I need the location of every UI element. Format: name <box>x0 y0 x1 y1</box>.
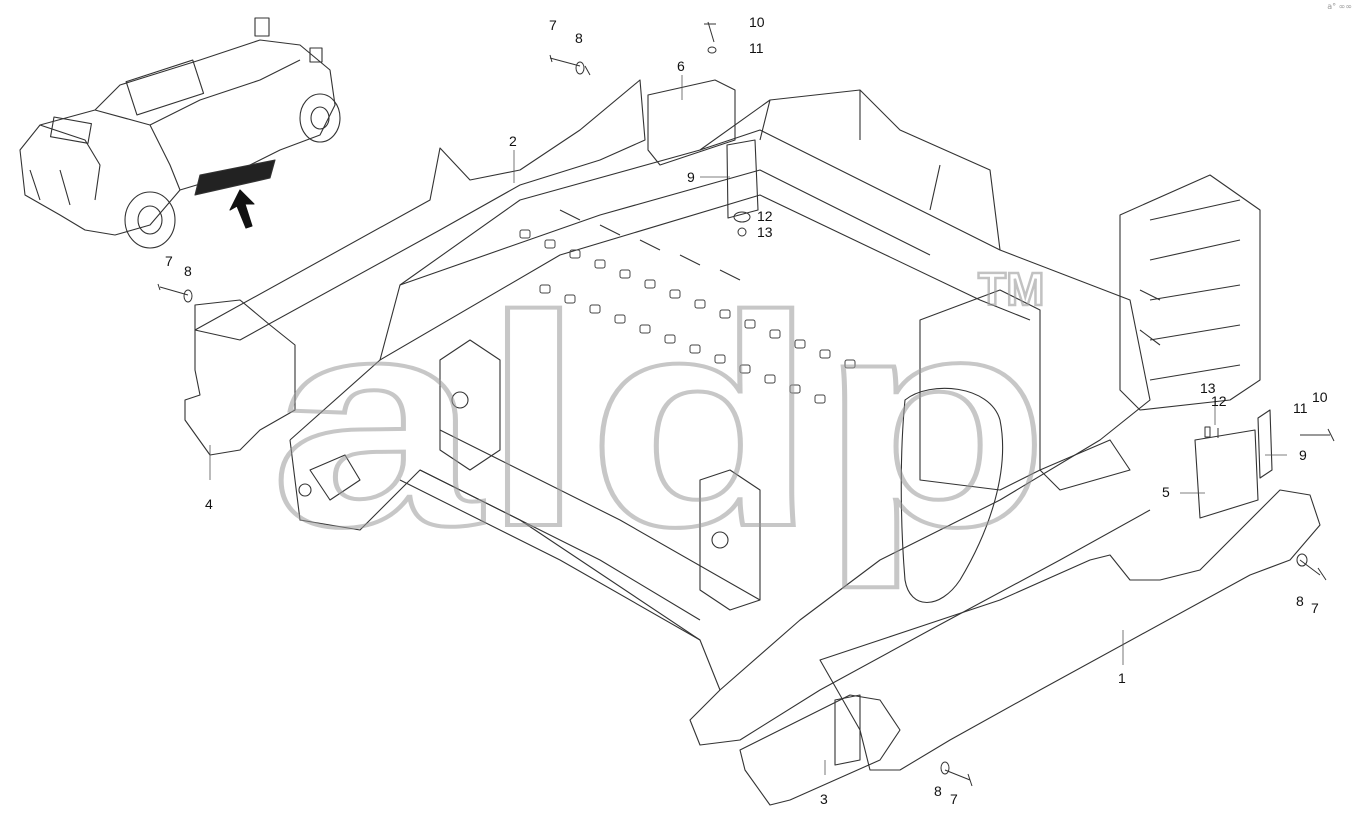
callout-9-top: 9 <box>687 169 695 185</box>
callout-12-top: 12 <box>757 208 773 224</box>
callout-6: 6 <box>677 58 685 74</box>
leader-lines <box>209 75 1287 775</box>
arrow-indicator <box>229 189 255 229</box>
part-5-bracket <box>1194 429 1259 519</box>
part-9-plate-right <box>1257 409 1273 479</box>
callout-4: 4 <box>205 496 213 512</box>
part-2-rail <box>194 79 646 341</box>
part-9-plate-upper <box>726 139 759 219</box>
callout-7-bottom: 7 <box>950 791 958 807</box>
callout-5: 5 <box>1162 484 1170 500</box>
watermark-logo: aldp <box>270 253 1050 591</box>
watermark-tm: TM <box>978 263 1044 315</box>
machine-overview-illustration <box>19 17 341 249</box>
callout-labels: 1 2 3 4 5 6 7 8 7 8 8 7 8 7 9 9 10 11 10… <box>165 14 1328 807</box>
callout-7-right: 7 <box>1311 600 1319 616</box>
callout-13-top: 13 <box>757 224 773 240</box>
part-6-bracket <box>647 79 736 166</box>
part-4-plate <box>184 299 296 456</box>
callout-8-top: 8 <box>575 30 583 46</box>
callout-10-top: 10 <box>749 14 765 30</box>
callout-13-right: 13 <box>1200 380 1216 396</box>
callout-8-bottom: 8 <box>934 783 942 799</box>
callout-3: 3 <box>820 791 828 807</box>
callout-12-right: 12 <box>1211 393 1227 409</box>
part-1-rail <box>819 489 1321 771</box>
callout-11-top: 11 <box>749 40 764 56</box>
callout-8-right: 8 <box>1296 593 1304 609</box>
callout-10-right: 10 <box>1312 389 1328 405</box>
fasteners <box>157 21 1335 787</box>
callout-11-right: 11 <box>1293 400 1308 416</box>
callout-2: 2 <box>509 133 517 149</box>
callout-1: 1 <box>1118 670 1126 686</box>
corner-mark: a° ∞∞ <box>1327 2 1352 11</box>
main-frame <box>289 89 1261 746</box>
callout-8-left: 8 <box>184 263 192 279</box>
part-3-rail <box>739 694 901 806</box>
callout-9-right: 9 <box>1299 447 1307 463</box>
callout-7-left: 7 <box>165 253 173 269</box>
callout-7-top: 7 <box>549 17 557 33</box>
